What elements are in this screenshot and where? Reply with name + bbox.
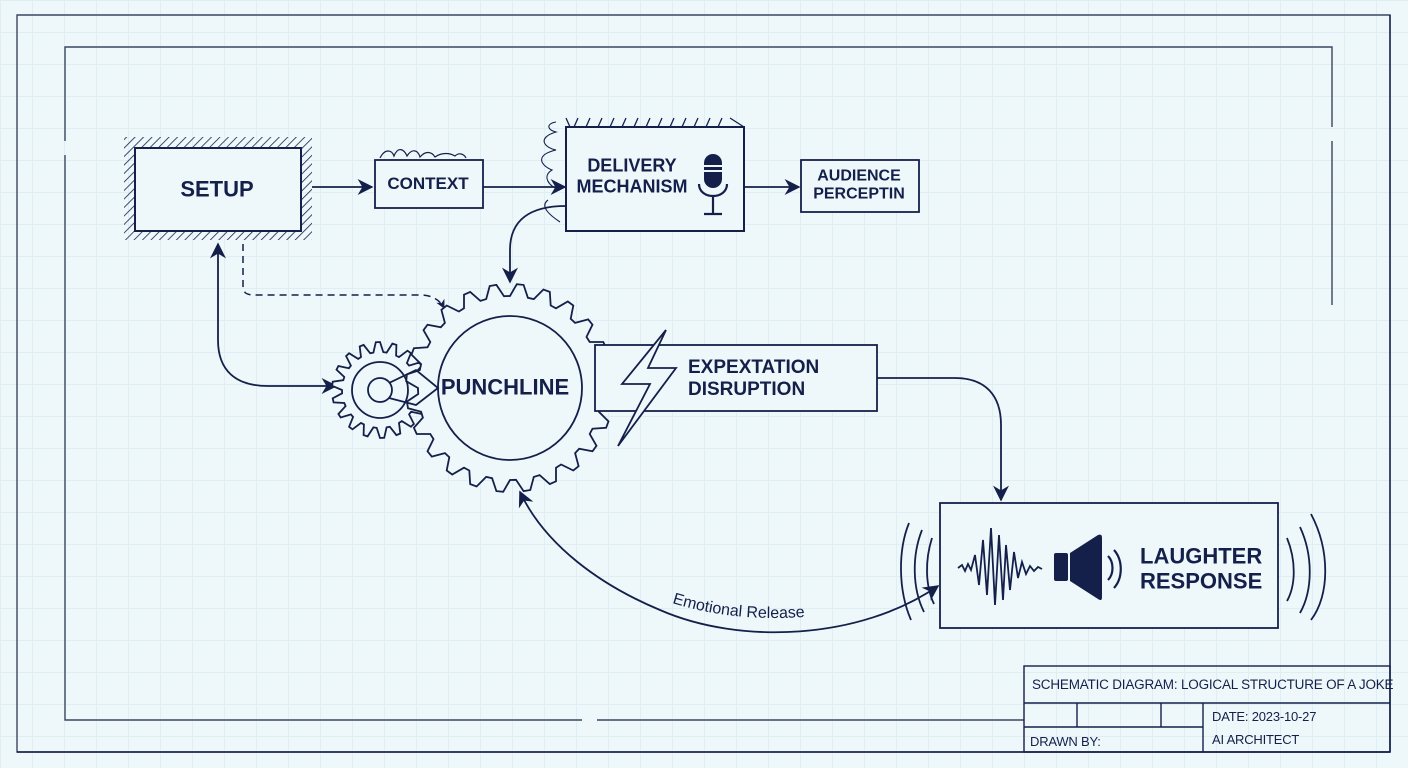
microphone-icon bbox=[697, 154, 729, 216]
laughter-label-line2: RESPONSE bbox=[1140, 569, 1263, 594]
edge-expectation-laughter bbox=[877, 377, 1009, 502]
expectation-label-line1: EXPEXTATION bbox=[688, 357, 820, 379]
gear-linkage bbox=[388, 368, 440, 406]
laughter-label-line1: LAUGHTER bbox=[1140, 543, 1263, 569]
waveform-icon bbox=[957, 527, 1043, 606]
hatch-decoration bbox=[565, 117, 745, 128]
small-gear-ring bbox=[351, 361, 409, 419]
title-block-drawn-by: DRAWN BY: bbox=[1030, 734, 1101, 749]
edge-delivery-punchline bbox=[502, 205, 567, 284]
lightning-icon bbox=[617, 329, 678, 447]
audience-node bbox=[800, 159, 920, 213]
delivery-node bbox=[541, 117, 745, 232]
audience-label-line2: PERCEPTIN bbox=[813, 186, 905, 203]
delivery-label-line1: DELIVERY bbox=[587, 155, 677, 176]
gear-icon bbox=[331, 283, 615, 493]
inner-frame bbox=[64, 46, 1333, 721]
title-block-title: SCHEMATIC DIAGRAM: LOGICAL STRUCTURE OF … bbox=[1032, 677, 1394, 692]
edge-label-emotional-release: Emotional Release bbox=[671, 591, 805, 622]
delivery-label: DELIVERY MECHANISM bbox=[577, 155, 688, 196]
speaker-icon bbox=[1054, 534, 1122, 601]
expectation-label: EXPEXTATION DISRUPTION bbox=[688, 357, 819, 401]
audience-label: AUDIENCE PERCEPTIN bbox=[813, 168, 905, 205]
edge-emotional-release bbox=[518, 490, 940, 634]
setup-label: SETUP bbox=[180, 176, 254, 202]
laughter-label: LAUGHTER RESPONSE bbox=[1140, 544, 1262, 595]
punchline-gear-outline bbox=[405, 283, 615, 493]
expectation-label-line2: DISRUPTION bbox=[688, 379, 806, 400]
sound-wave-right-icon bbox=[1286, 513, 1327, 621]
delivery-label-line2: MECHANISM bbox=[576, 176, 688, 196]
title-block-date: DATE: 2023-10-27 bbox=[1212, 709, 1317, 724]
laughter-node bbox=[939, 502, 1279, 629]
scribble-decoration bbox=[541, 121, 561, 223]
scribble-decoration bbox=[379, 149, 467, 159]
edge-setup-punchline-dashed bbox=[242, 244, 445, 309]
context-label: CONTEXT bbox=[387, 174, 469, 194]
expectation-node bbox=[594, 329, 878, 447]
setup-node bbox=[124, 137, 312, 240]
context-node bbox=[374, 149, 484, 209]
punchline-label: PUNCHLINE bbox=[440, 374, 570, 400]
small-gear-hub bbox=[367, 377, 393, 403]
small-gear-outline bbox=[331, 341, 429, 439]
title-block-author: AI ARCHITECT bbox=[1212, 732, 1300, 747]
edge-setup-smallgear bbox=[210, 242, 338, 394]
title-block bbox=[17, 15, 1391, 753]
audience-label-line1: AUDIENCE bbox=[817, 167, 901, 185]
